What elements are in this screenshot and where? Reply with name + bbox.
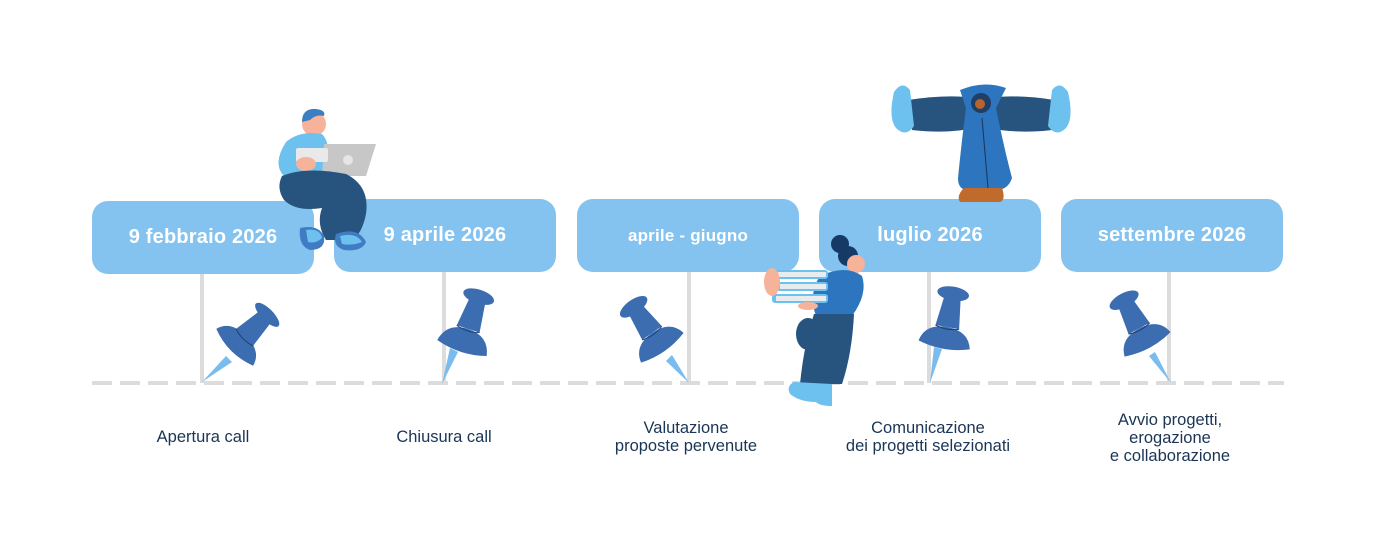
label-line: erogazione (1129, 429, 1211, 447)
date-text: luglio 2026 (877, 224, 983, 246)
milestone-label-2: Chiusura call (324, 428, 564, 446)
stem-4 (927, 270, 931, 383)
label-line: e collaborazione (1109, 447, 1231, 465)
stem-2 (442, 270, 446, 383)
stem-1 (200, 270, 204, 383)
label-line: proposte pervenute (614, 437, 758, 455)
date-box-5: settembre 2026 (1061, 199, 1283, 272)
person-with-laptop-illustration (278, 108, 376, 251)
pushpin-icon (918, 286, 970, 383)
pushpin-icon (437, 288, 495, 384)
woman-carrying-books-illustration (764, 235, 865, 406)
stem-5 (1167, 270, 1171, 383)
milestone-label-5: Avvio progetti, erogazione e collaborazi… (1050, 411, 1290, 465)
milestone-label-1: Apertura call (83, 428, 323, 446)
date-box-1: 9 febbraio 2026 (92, 201, 314, 274)
label-line: Valutazione (643, 419, 729, 437)
pushpin-icon (202, 302, 280, 382)
date-text: settembre 2026 (1097, 224, 1247, 246)
timeline-baseline (92, 381, 1284, 385)
date-text: aprile - giugno (627, 225, 749, 245)
pushpin-icon (619, 295, 689, 383)
label-line: Avvio progetti, (1117, 411, 1223, 429)
date-text: 9 febbraio 2026 (128, 226, 278, 248)
date-text: 9 aprile 2026 (383, 224, 507, 246)
milestone-label-4: Comunicazione dei progetti selezionati (808, 419, 1048, 455)
label-line: Chiusura call (396, 428, 492, 446)
stem-3 (687, 270, 691, 383)
date-box-3: aprile - giugno (577, 199, 799, 272)
label-line: dei progetti selezionati (845, 437, 1011, 455)
label-line: Comunicazione (871, 419, 985, 437)
date-box-2: 9 aprile 2026 (334, 199, 556, 272)
person-in-robe-illustration (891, 84, 1071, 202)
milestone-label-3: Valutazione proposte pervenute (566, 419, 806, 455)
pushpin-icon (1109, 290, 1171, 383)
label-line: Apertura call (156, 428, 250, 446)
